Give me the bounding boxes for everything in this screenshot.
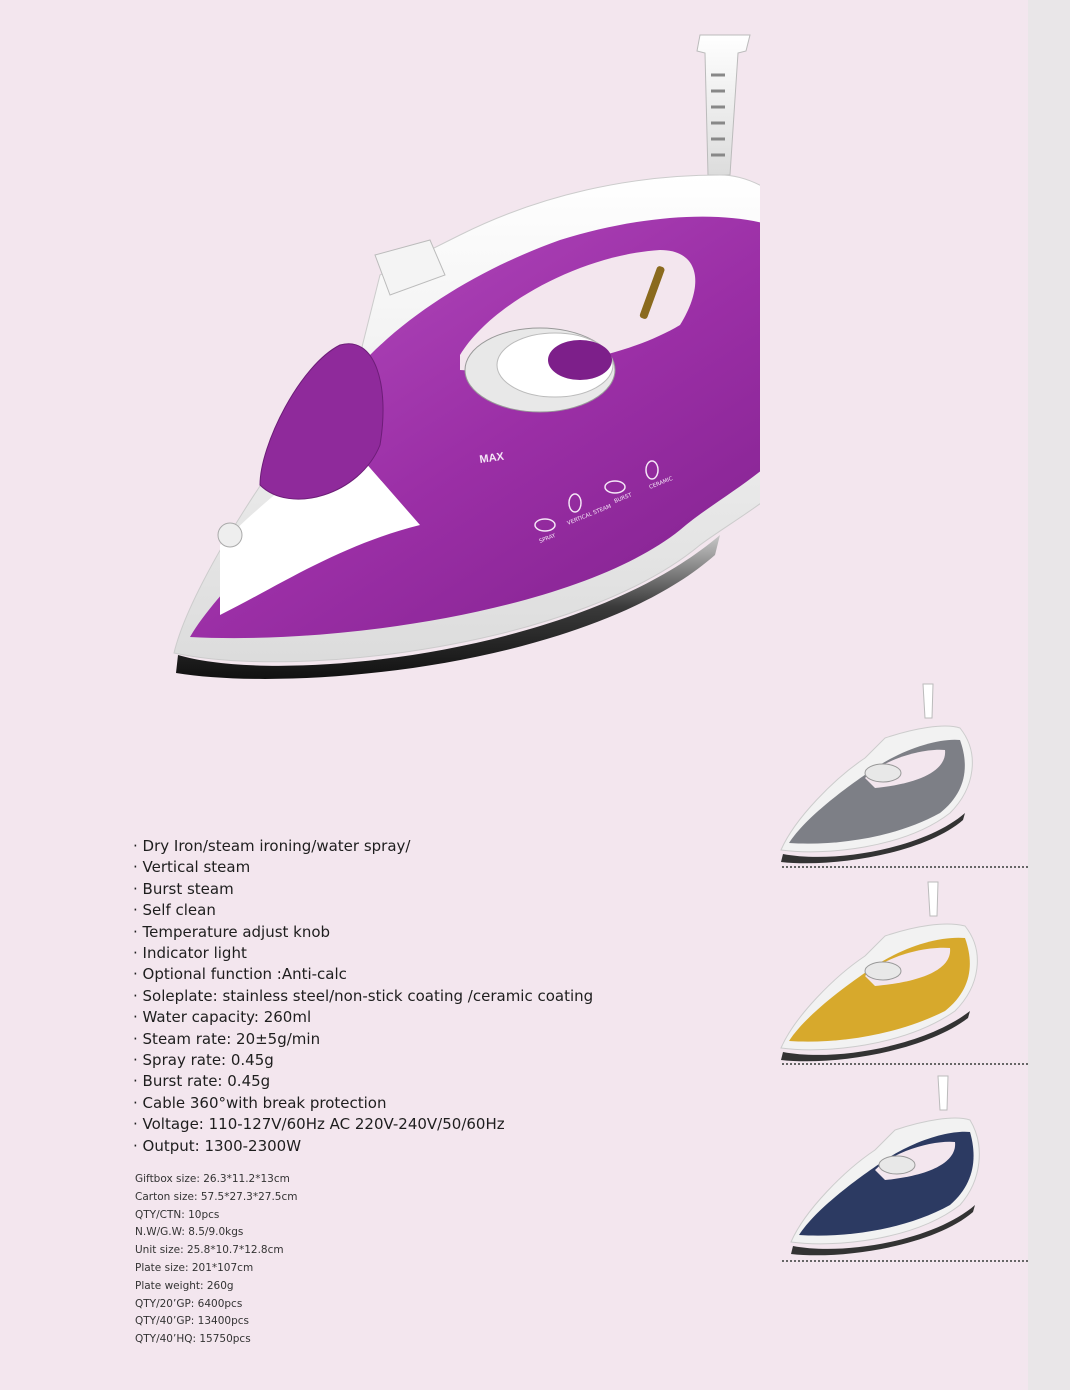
brand-mark: MAX [479, 451, 506, 466]
spec-item: Giftbox size: 26.3*11.2*13cm [135, 1173, 290, 1185]
variant-navy-iron-image [790, 1075, 980, 1256]
feature-item: · Water capacity: 260ml [133, 1008, 312, 1027]
cable-guard [696, 34, 751, 176]
spec-item: Plate weight: 260g [135, 1279, 234, 1292]
feature-item: · Cable 360°with break protection [133, 1093, 387, 1112]
spec-item: QTY/40’GP: 13400pcs [135, 1315, 249, 1328]
variant-divider [782, 1063, 1028, 1065]
feature-item: · Dry Iron/steam ironing/water spray/ [133, 837, 411, 855]
feature-item: · Soleplate: stainless steel/non-stick c… [133, 986, 594, 1005]
spec-item: Plate size: 201*107cm [135, 1261, 254, 1274]
main-iron-image: MAX SPRAY VERTICAL STEAM BURST CERAMIC [173, 34, 760, 679]
front-button [217, 522, 243, 548]
packing-spec-list: Giftbox size: 26.3*11.2*13cm Carton size… [135, 1171, 535, 1349]
feature-item: · Voltage: 110-127V/60Hz AC 220V-240V/50… [133, 1115, 505, 1134]
feature-item: · Optional function :Anti-calc [133, 965, 347, 984]
spec-item: QTY/CTN: 10pcs [135, 1208, 220, 1221]
soleplate [176, 535, 720, 679]
feature-item: · Indicator light [133, 944, 247, 963]
feature-item: · Burst rate: 0.45g [133, 1072, 271, 1091]
front-trim [220, 445, 420, 615]
water-tank-cap [259, 343, 384, 500]
temperature-dial [464, 327, 616, 413]
spec-item: QTY/20’GP: 6400pcs [135, 1297, 243, 1310]
feature-item: · Spray rate: 0.45g [133, 1051, 274, 1070]
feature-item: · Self clean [133, 901, 216, 920]
feature-item: · Steam rate: 20±5g/min [133, 1029, 321, 1048]
variant-yellow-iron-image [780, 881, 978, 1062]
spec-item: QTY/40’HQ: 15750pcs [135, 1333, 251, 1346]
variant-divider [782, 866, 1028, 868]
indicator-light [639, 266, 665, 319]
feature-item: · Temperature adjust knob [133, 922, 331, 941]
variant-divider [782, 1260, 1028, 1262]
right-edge-strip [1028, 0, 1070, 1390]
spec-item: N.W/G.W: 8.5/9.0kgs [135, 1226, 244, 1239]
variant-grey-iron-image [780, 683, 973, 864]
control-icons [534, 460, 659, 532]
feature-item: · Burst steam [133, 879, 234, 898]
feature-item: · Output: 1300-2300W [133, 1136, 302, 1155]
feature-list: · Dry Iron/steam ironing/water spray/ · … [133, 836, 753, 1157]
spray-buttons [374, 239, 446, 296]
spec-item: Carton size: 57.5*27.3*27.5cm [135, 1190, 298, 1203]
spec-item: Unit size: 25.8*10.7*12.8cm [135, 1244, 284, 1257]
feature-item: · Vertical steam [133, 858, 251, 877]
